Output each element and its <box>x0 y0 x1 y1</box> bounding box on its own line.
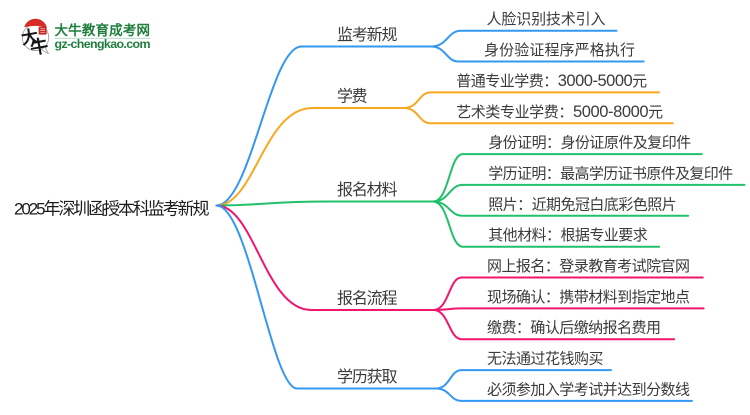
svg-text:必须参加入学考试并达到分数线: 必须参加入学考试并达到分数线 <box>487 381 690 398</box>
svg-text:监考新规: 监考新规 <box>337 26 398 44</box>
svg-text:大: 大 <box>20 26 40 49</box>
svg-text:照片：近期免冠白底彩色照片: 照片：近期免冠白底彩色照片 <box>488 196 677 213</box>
svg-text:报名材料: 报名材料 <box>337 181 398 199</box>
svg-text:牛: 牛 <box>28 35 49 59</box>
svg-text:无法通过花钱购买: 无法通过花钱购买 <box>487 351 604 368</box>
svg-text:其他材料：根据专业要求: 其他材料：根据专业要求 <box>488 227 648 244</box>
svg-text:身份验证程序严格执行: 身份验证程序严格执行 <box>484 42 635 59</box>
svg-text:学历获取: 学历获取 <box>337 368 398 386</box>
svg-text:2025年深圳函授本科监考新规: 2025年深圳函授本科监考新规 <box>14 200 210 219</box>
svg-text:报名流程: 报名流程 <box>337 290 398 308</box>
svg-text:人脸识别技术引入: 人脸识别技术引入 <box>487 11 606 28</box>
svg-text:学历证明：最高学历证书原件及复印件: 学历证明：最高学历证书原件及复印件 <box>488 164 733 182</box>
svg-text:大牛教育成考网: 大牛教育成考网 <box>55 22 151 38</box>
svg-text:gz-chengkao.com: gz-chengkao.com <box>55 37 151 51</box>
svg-text:缴费：确认后缴纳报名费用: 缴费：确认后缴纳报名费用 <box>487 320 661 337</box>
svg-text:网上报名：登录教育考试院官网: 网上报名：登录教育考试院官网 <box>487 257 690 275</box>
svg-text:现场确认：携带材料到指定地点: 现场确认：携带材料到指定地点 <box>487 289 690 306</box>
svg-text:艺术类专业学费：5000-8000元: 艺术类专业学费：5000-8000元 <box>456 103 663 121</box>
svg-text:普通专业学费：3000-5000元: 普通专业学费：3000-5000元 <box>456 72 647 90</box>
svg-text:身份证明：身份证原件及复印件: 身份证明：身份证原件及复印件 <box>488 134 691 152</box>
svg-text:学费: 学费 <box>337 88 368 106</box>
